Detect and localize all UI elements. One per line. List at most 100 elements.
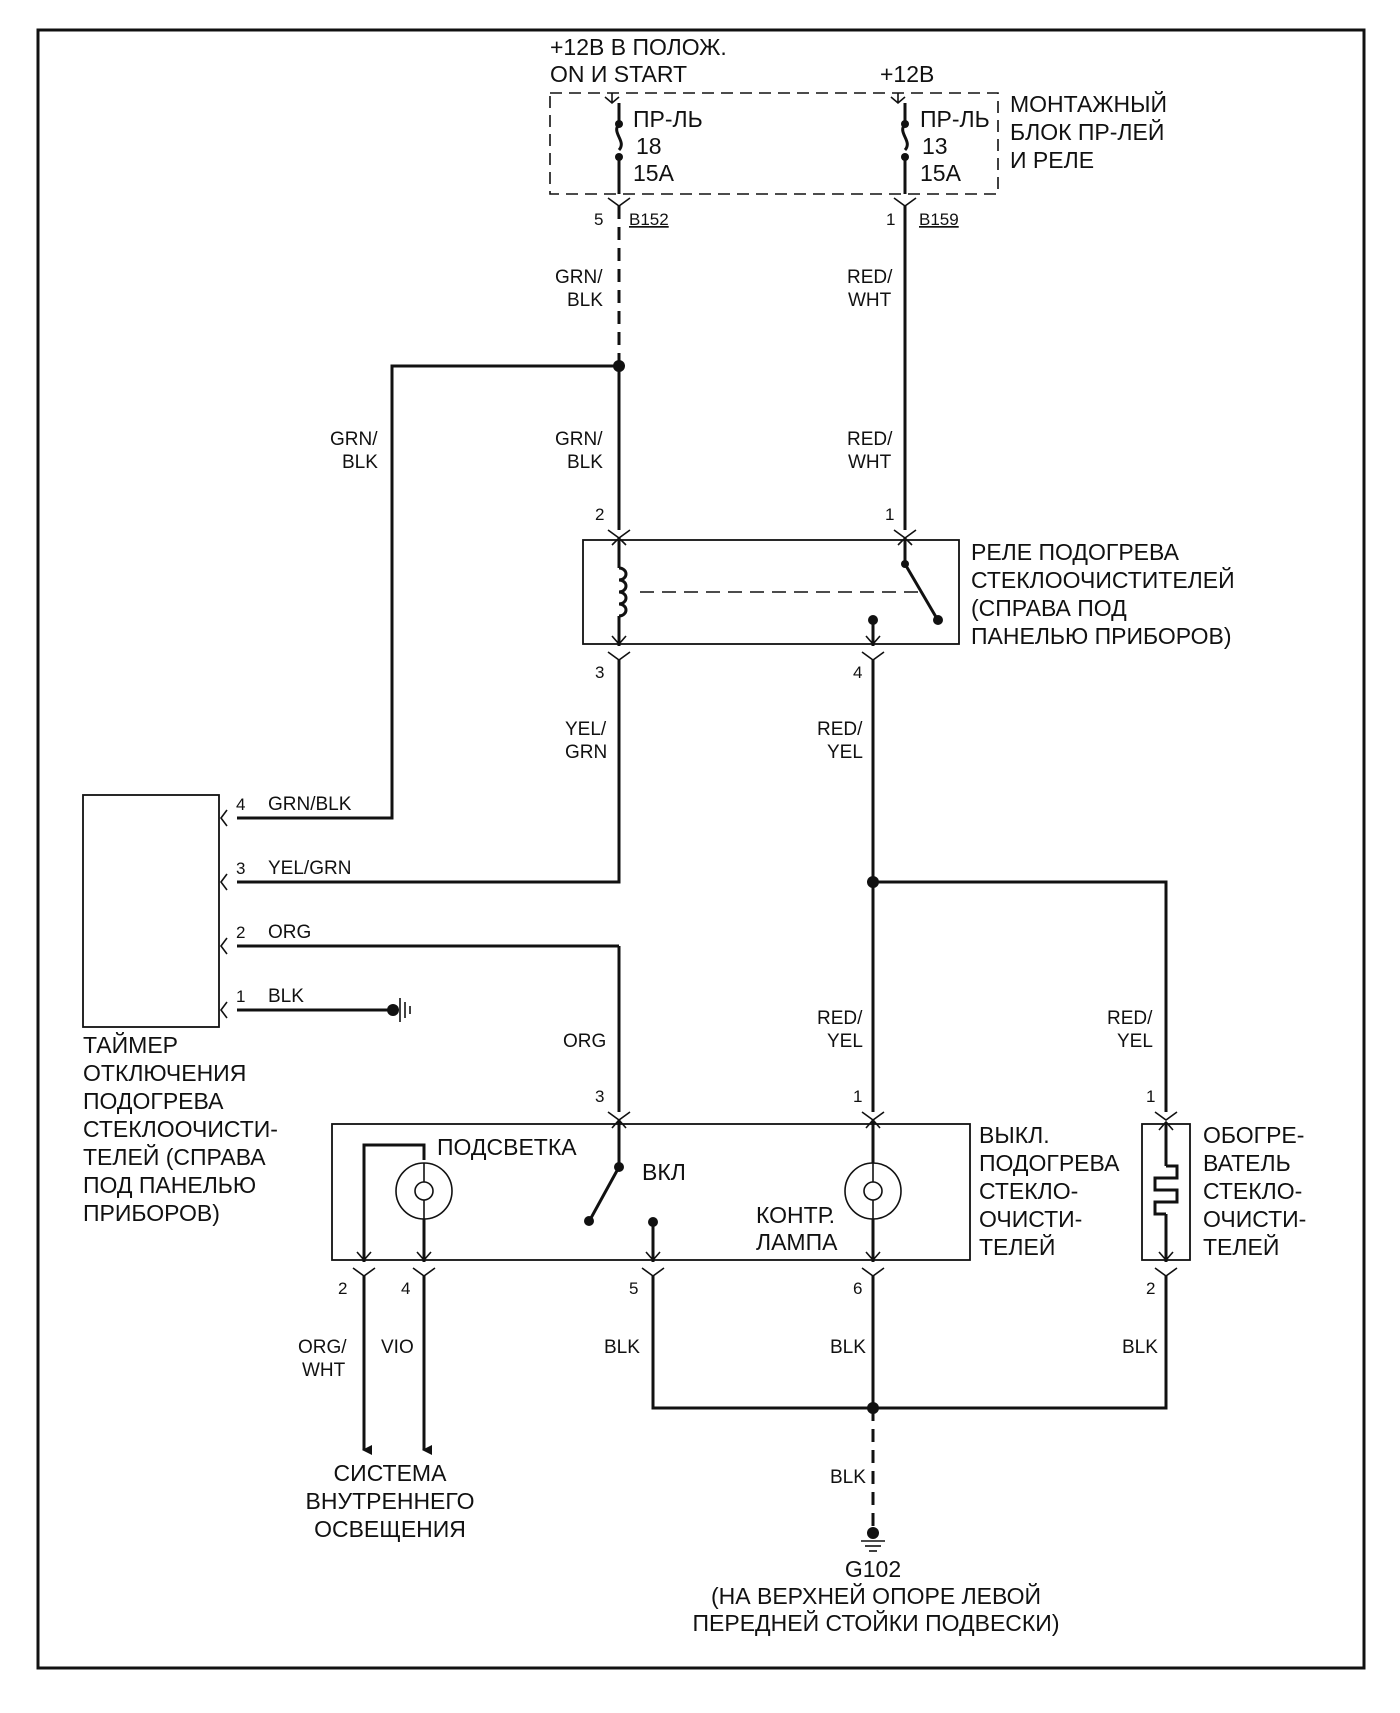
ground-g102-icon xyxy=(861,1527,885,1552)
supply-left-line1: +12В В ПОЛОЖ. xyxy=(550,34,727,60)
wire-code-vio: VIO xyxy=(381,1337,414,1358)
connector-b159: B159 xyxy=(919,210,959,229)
heater-pin-2: 2 xyxy=(1146,1279,1155,1298)
timer-label-4: СТЕКЛООЧИСТИ- xyxy=(83,1116,278,1142)
heater-label-2: ВАТЕЛЬ xyxy=(1203,1150,1291,1176)
backlight-lamp xyxy=(356,1143,453,1262)
switch-pin-2: 2 xyxy=(338,1279,347,1298)
timer-label-7: ПРИБОРОВ) xyxy=(83,1200,220,1226)
ground-location-1: (НА ВЕРХНЕЙ ОПОРЕ ЛЕВОЙ xyxy=(711,1582,1041,1609)
wire-code-org-wht-a: ORG/ xyxy=(298,1337,347,1358)
fuse-block-label-3: И РЕЛЕ xyxy=(1010,147,1094,173)
fuse-right-pin: 1 xyxy=(886,210,895,229)
timer-label-6: ПОД ПАНЕЛЬЮ xyxy=(83,1172,256,1198)
timer-box xyxy=(82,794,220,1028)
wire-code-grn-blk-2b: BLK xyxy=(342,452,378,473)
switch-pin-1: 1 xyxy=(853,1087,862,1106)
ground-name: G102 xyxy=(845,1556,901,1582)
fuse-left xyxy=(604,93,631,207)
heater-label-3: СТЕКЛО- xyxy=(1203,1178,1302,1204)
relay-pin-4: 4 xyxy=(853,663,862,682)
wire-code-grn-blk-3b: BLK xyxy=(567,452,603,473)
on-label: ВКЛ xyxy=(642,1159,686,1185)
outer-frame xyxy=(36,28,1366,1670)
wire-code-red-yel-1a: RED/ xyxy=(817,719,863,740)
relay-pin-2: 2 xyxy=(595,505,604,524)
switch-label-5: ТЕЛЕЙ xyxy=(979,1233,1055,1260)
supply-right: +12В xyxy=(880,61,934,87)
indicator-label-2: ЛАМПА xyxy=(756,1229,838,1255)
heater-label-4: ОЧИСТИ- xyxy=(1203,1206,1306,1232)
switch-pin-6: 6 xyxy=(853,1279,862,1298)
wire-code-yel-grn-b: GRN xyxy=(565,742,607,763)
heater-label-5: ТЕЛЕЙ xyxy=(1203,1233,1279,1260)
connector-b152: B152 xyxy=(629,210,669,229)
wire-code-red-yel-3a: RED/ xyxy=(1107,1008,1153,1029)
wire-code-grn-blk-1b: BLK xyxy=(567,290,603,311)
timer-label-1: ТАЙМЕР xyxy=(83,1031,178,1058)
ground-location-2: ПЕРЕДНЕЙ СТОЙКИ ПОДВЕСКИ) xyxy=(693,1609,1060,1636)
timer-pin-3: 3 xyxy=(236,859,245,878)
wire-red-yel-heater xyxy=(873,880,1168,1112)
wire-code-red-wht-1b: WHT xyxy=(848,290,892,311)
fuse-right-name: ПР-ЛЬ xyxy=(920,106,990,132)
relay-label-1: РЕЛЕ ПОДОГРЕВА xyxy=(971,539,1180,565)
timer-pin-2: 2 xyxy=(236,923,245,942)
lighting-label-2: ВНУТРЕННЕГО xyxy=(306,1488,475,1514)
fuse-left-name: ПР-ЛЬ xyxy=(633,106,703,132)
switch-label-1: ВЫКЛ. xyxy=(979,1122,1050,1148)
relay-label-4: ПАНЕЛЬЮ ПРИБОРОВ) xyxy=(971,623,1232,649)
relay-coil xyxy=(611,536,628,646)
wire-blk-heater xyxy=(873,1276,1168,1410)
wire-code-org: ORG xyxy=(563,1031,606,1052)
wire-code-grn-blk-3a: GRN/ xyxy=(555,429,603,450)
supply-left-line2: ON И START xyxy=(550,61,687,87)
timer-label-2: ОТКЛЮЧЕНИЯ xyxy=(83,1060,246,1086)
fuse-left-rating: 15A xyxy=(633,160,675,186)
fuse-block-label-2: БЛОК ПР-ЛЕЙ xyxy=(1010,118,1164,145)
timer-pin-4: 4 xyxy=(236,795,245,814)
wire-grn-blk-timer xyxy=(237,364,619,820)
wire-code-red-yel-2b: YEL xyxy=(827,1031,863,1052)
timer-label-5: ТЕЛЕЙ (СПРАВА xyxy=(83,1143,266,1170)
wire-code-red-wht-1a: RED/ xyxy=(847,267,893,288)
relay-label-2: СТЕКЛООЧИСТИТЕЛЕЙ xyxy=(971,566,1235,593)
indicator-lamp xyxy=(844,1118,902,1262)
heater-element-icon xyxy=(1153,1120,1179,1262)
fuse-right-rating: 15A xyxy=(920,160,962,186)
relay-box xyxy=(582,539,960,645)
relay-switch xyxy=(865,536,943,646)
wire-code-blk-3: BLK xyxy=(1122,1337,1158,1358)
heater-pin-1: 1 xyxy=(1146,1087,1155,1106)
relay-pin-1: 1 xyxy=(885,505,894,524)
wire-code-grn-blk-2a: GRN/ xyxy=(330,429,378,450)
fuse-right xyxy=(890,93,917,207)
timer-wire-4: GRN/BLK xyxy=(268,794,352,815)
wire-code-blk-2: BLK xyxy=(830,1337,866,1358)
switch-pin-5: 5 xyxy=(629,1279,638,1298)
timer-pin-1: 1 xyxy=(236,987,245,1006)
switch-label-4: ОЧИСТИ- xyxy=(979,1206,1082,1232)
wire-code-blk-4: BLK xyxy=(830,1467,866,1488)
wire-code-blk-1: BLK xyxy=(604,1337,640,1358)
timer-label-3: ПОДОГРЕВА xyxy=(83,1088,224,1114)
timer-wire-2: ORG xyxy=(268,922,311,943)
fuse-left-pin: 5 xyxy=(594,210,603,229)
fuse-block-label-1: МОНТАЖНЫЙ xyxy=(1010,90,1167,117)
fuse-block-outline xyxy=(549,92,999,195)
timer-wire-3: YEL/GRN xyxy=(268,858,351,879)
wire-code-grn-blk-1a: GRN/ xyxy=(555,267,603,288)
switch-pin-3: 3 xyxy=(595,1087,604,1106)
on-switch xyxy=(584,1118,661,1262)
wire-code-red-yel-2a: RED/ xyxy=(817,1008,863,1029)
wire-yel-grn xyxy=(237,660,621,884)
relay-pin-3: 3 xyxy=(595,663,604,682)
switch-label-2: ПОДОГРЕВА xyxy=(979,1150,1120,1176)
wire-code-org-wht-b: WHT xyxy=(302,1360,346,1381)
wire-blk-switch-5 xyxy=(651,1276,873,1410)
indicator-label-1: КОНТР. xyxy=(756,1202,835,1228)
switch-unit-box xyxy=(331,1123,971,1261)
wire-code-red-yel-3b: YEL xyxy=(1117,1031,1153,1052)
fuse-right-number: 13 xyxy=(922,133,948,159)
